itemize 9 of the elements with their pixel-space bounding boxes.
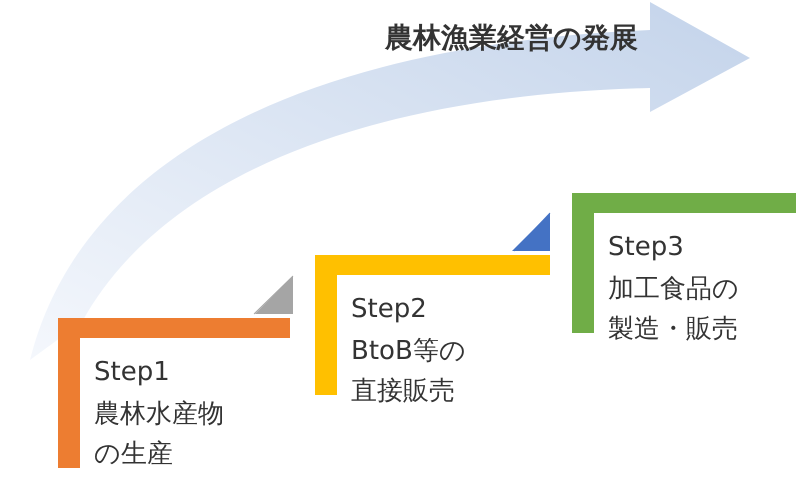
step-label: Step1 (94, 356, 171, 389)
step-label: Step2 (351, 293, 428, 326)
arrow-caption: 農林漁業経営の発展 (385, 20, 638, 56)
step-label: Step3 (608, 231, 685, 264)
step-description: 加工食品の製造・販売 (608, 273, 740, 346)
step-description: 農林水産物の生産 (94, 398, 225, 471)
triangle-arrow (254, 276, 294, 314)
step-description: BtoB等の直接販売 (351, 335, 467, 408)
triangle-arrow (512, 212, 550, 252)
